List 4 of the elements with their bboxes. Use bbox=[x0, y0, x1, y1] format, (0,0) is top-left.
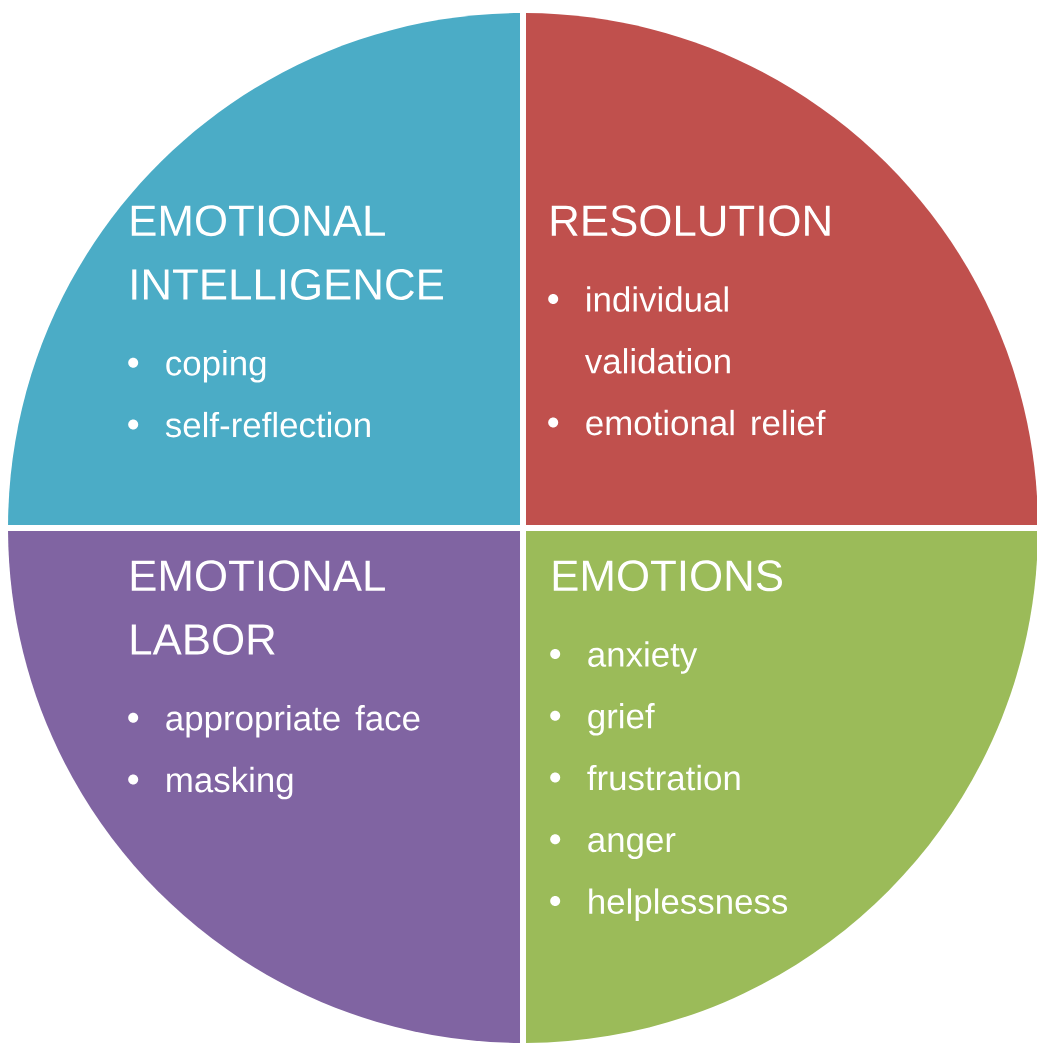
quadrant: EMOTIONAL LABOR appropriate face masking bbox=[8, 531, 520, 1043]
quadrant: EMOTIONAL INTELLIGENCE coping self-reflection bbox=[8, 13, 520, 525]
quadrant: EMOTIONS anxiety grief frustration anger helplessness bbox=[526, 531, 1037, 1043]
quadrant: RESOLUTION individual validation emotional relief bbox=[526, 13, 1037, 525]
